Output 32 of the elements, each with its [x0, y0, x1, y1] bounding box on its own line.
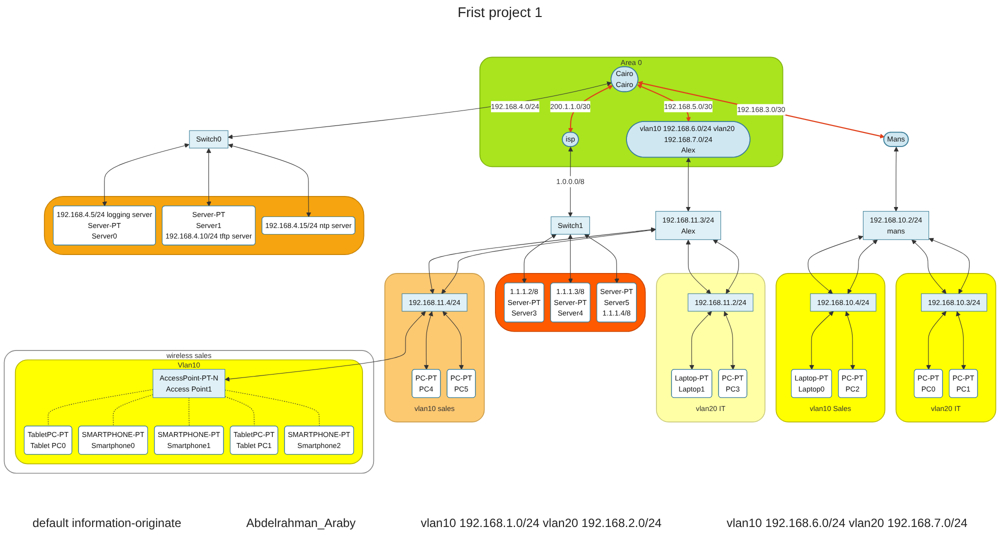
network-link [848, 240, 878, 294]
wireless-link [224, 390, 320, 427]
network-link [686, 158, 691, 212]
note-label: vlan10 192.168.1.0/24 vlan20 192.168.2.0/24 [420, 515, 663, 532]
network-link [522, 234, 556, 284]
network-link [206, 148, 212, 207]
network-link [724, 311, 736, 370]
network-link [102, 144, 190, 207]
network-link [442, 311, 464, 370]
network-link [845, 311, 856, 370]
diagram-title: Frist project 1 [456, 3, 544, 22]
note-label: default information-originate [32, 515, 182, 532]
network-link [926, 311, 946, 370]
network-link [808, 236, 864, 294]
wireless-link [224, 396, 255, 427]
network-link [912, 240, 946, 294]
note-label: Abdelrahman_Araby [245, 515, 357, 532]
network-link [224, 311, 426, 382]
network-link [228, 144, 312, 218]
network-link [689, 311, 712, 370]
network-link [568, 234, 573, 284]
wireless-link [112, 394, 154, 427]
network-link [956, 311, 966, 370]
network-link [712, 240, 739, 294]
network-link [928, 238, 970, 294]
network-link [424, 311, 434, 370]
network-link [894, 146, 899, 212]
network-link [228, 82, 612, 140]
network-link [809, 311, 834, 370]
network-link [584, 234, 620, 284]
note-label: vlan10 192.168.6.0/24 vlan20 192.168.7.0/24 [726, 515, 968, 532]
network-link [686, 240, 712, 294]
